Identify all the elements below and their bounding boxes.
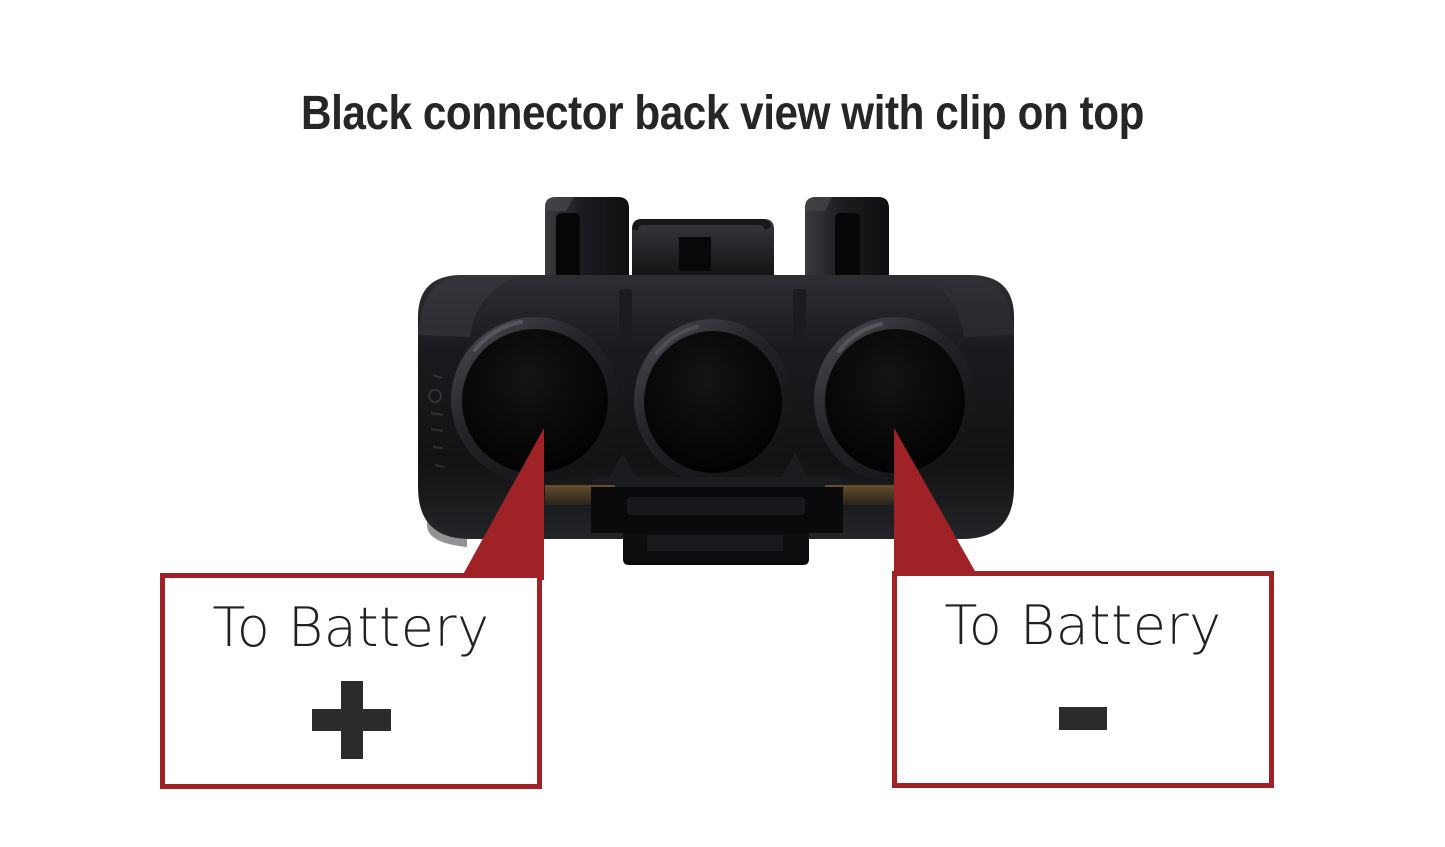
plus-icon: [311, 681, 391, 759]
callout-box-negative: To Battery: [892, 571, 1274, 788]
callout-label-positive: To Battery: [212, 596, 490, 659]
callout-label-negative: To Battery: [944, 594, 1222, 657]
minus-icon: [1059, 706, 1107, 730]
callout-box-positive: To Battery: [160, 573, 542, 789]
bottom-latch: [591, 487, 843, 565]
polarity-symbol-positive: [165, 674, 537, 766]
cavity-right: [814, 317, 976, 483]
cavity-left: [451, 317, 619, 483]
pointer-arrow-left: [458, 424, 554, 584]
connector-photo: [395, 185, 1035, 575]
pointer-arrow-right: [884, 424, 984, 584]
molded-text: [428, 374, 445, 468]
page-title: Black connector back view with clip on t…: [301, 87, 1144, 140]
cavity-center: [634, 319, 792, 483]
polarity-symbol-negative: [897, 672, 1269, 764]
